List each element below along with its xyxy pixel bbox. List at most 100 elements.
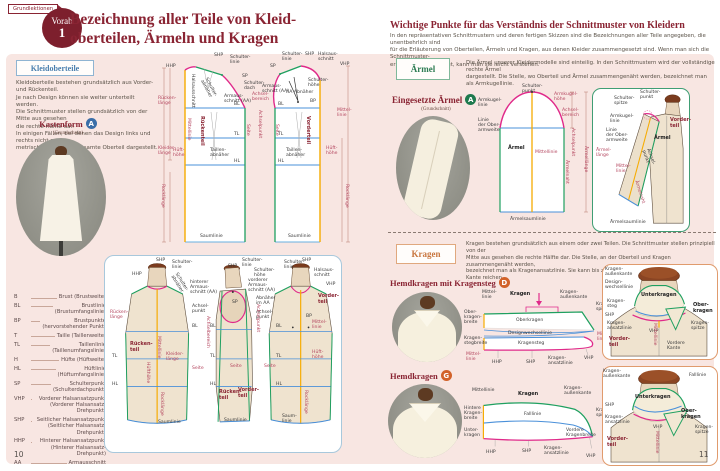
diagram-label: Schulter- linie (230, 55, 251, 66)
kleidoberteile-intro: Kleidoberteile bestehen grundsätzlich au… (16, 80, 158, 152)
sleeve-fit-svg (618, 94, 684, 224)
diagram-label: Mittel- linie (337, 108, 352, 119)
diagram-label: Hüft- höhe (326, 146, 338, 157)
kastenform-heading: Kastenform A (16, 118, 120, 129)
diagram-label: Unter- kragen (464, 428, 481, 439)
diagram-label: Ärmelsaumlinie (610, 220, 646, 225)
page-number-left: 10 (14, 450, 24, 459)
hemdkragen-steg-text: Hemdkragen mit Kragensteg (390, 277, 496, 288)
diagram-label: Taillen- abnäher (210, 148, 230, 159)
diagram-label: HL (112, 382, 119, 387)
diagram-label: VHP (340, 62, 350, 67)
diagram-label: Halsaus- schnitt (318, 52, 338, 63)
bodice-pattern-svg (162, 65, 350, 243)
diagram-label: Hüft- höhe (173, 148, 185, 159)
diagram-label: Armaus- schnitt (AA) (262, 84, 290, 95)
page-title: Bezeichnung aller Teile von Kleid- obert… (70, 11, 297, 47)
diagram-label: Achsel- punkt (256, 310, 273, 321)
diagram-label: BL (192, 324, 198, 329)
diagram-label: Hüfthöhe (145, 362, 150, 384)
hemdkragen-steg-heading: Hemdkragen mit Kragensteg D (390, 277, 510, 288)
kragen-badge-d: D (498, 277, 510, 288)
diagram-label: Kragen (510, 291, 531, 297)
diagram-label: Schulter- punkt (522, 84, 543, 95)
diagram-label: Vorder- teil (609, 336, 631, 348)
diagram-label: Kleider- länge (158, 146, 176, 157)
diagram-label: Unterkragen (641, 292, 677, 298)
diagram-label: Ärmelnaht (564, 160, 569, 184)
diagram-label: Halsausschnitt (190, 74, 195, 108)
diagram-label: Ärmelsaumlinie (510, 217, 546, 222)
eingesetzte-aermel-heading: Eingesetzte Ärmel A (392, 94, 477, 105)
diagram-label: SHP (214, 53, 224, 58)
hemdkragen-text: Hemdkragen (390, 370, 438, 381)
section-label-aermel: Ärmel (396, 58, 450, 80)
collar-fit-svg (610, 369, 708, 463)
diagram-label: Achsel- bereich (252, 92, 270, 103)
diagram-label: VHP (649, 329, 659, 334)
aermel-badge-a: A (465, 94, 477, 105)
diagram-label: VHP (584, 356, 594, 361)
diagram-label: Halsaus- schnitt (314, 268, 334, 279)
diagram-label: Vorder- teil (607, 436, 629, 448)
diagram-label: Schulter- linie (282, 52, 303, 63)
diagram-label: Kragen- spitze (695, 425, 714, 436)
diagram-label: Schulter- linie (242, 258, 263, 269)
diagram-label: VHP (586, 454, 596, 459)
diagram-label: Schulter- linie (172, 260, 193, 271)
diagram-label: Vordere Kante (667, 341, 685, 352)
diagram-label: Rückenteil (199, 116, 205, 146)
diagram-label: Mittellinie (535, 150, 558, 155)
aermel-label-text: Ärmel (410, 64, 436, 74)
vorab-badge-word: Vorab (51, 16, 73, 26)
diagram-label: Seite (264, 364, 276, 369)
diagram-label: Falllinie (689, 373, 707, 378)
hemdkragen-heading: Hemdkragen G (390, 370, 452, 381)
diagram-label: Rocklänge (344, 184, 349, 208)
collar-photo (388, 384, 462, 458)
diagram-label: TL (278, 132, 284, 137)
diagram-label: HHP (132, 272, 142, 277)
diagram-label: vorderer Armaus- schnitt (AA) (248, 278, 276, 294)
diagram-label: SP (242, 74, 248, 79)
right-page-intro: In den repräsentativen Schnittmustern un… (390, 33, 710, 68)
diagram-label: Kragensteg (518, 341, 545, 346)
section-label-kragen: Kragen (396, 244, 456, 264)
diagram-label: BL (276, 324, 282, 329)
diagram-label: Kragen- ansatzlinie (607, 321, 632, 332)
aermel-intro: Die Ärmel unserer Kleidermodelle sind ei… (466, 60, 715, 88)
diagram-label: Vorder- teil (238, 387, 260, 399)
diagram-label: Rocklänge (160, 184, 165, 208)
right-page-title: Wichtige Punkte für das Verständnis der … (390, 20, 685, 31)
diagram-label: Armkugel- linie (478, 98, 502, 109)
diagram-label: Oberkragen (516, 318, 544, 323)
diagram-label: BP (310, 99, 316, 104)
eingesetzte-aermel-sub: (Grundschnitt) (421, 107, 451, 112)
kastenform-heading-text: Kastenform (39, 118, 83, 129)
diagram-label: Linie der Ober- armweite (606, 128, 628, 144)
diagram-label: Schulter- höhe (254, 268, 275, 279)
diagram-label: Kragen- stegbreite (464, 336, 488, 347)
collar-steg-photo (392, 292, 462, 362)
diagram-label: Schulter- dach (244, 81, 265, 92)
diagram-label: Saumlinie (224, 418, 247, 423)
diagram-label: Achselpunkt (570, 128, 575, 157)
dress-views-svg (125, 263, 333, 424)
diagram-label: Ober- kragen- breite (464, 310, 482, 326)
diagram-label: Rocklänge (159, 392, 164, 416)
diagram-label: TL (234, 132, 240, 137)
vorab-badge-number: 1 (58, 25, 66, 40)
diagram-label: SP (232, 300, 238, 305)
diagram-label: Mittel- linie (616, 164, 631, 175)
sleeve-photo (396, 116, 470, 220)
diagram-label: Mittel- linie (312, 320, 327, 331)
vorab-badge: Vorab 1 (42, 8, 82, 48)
